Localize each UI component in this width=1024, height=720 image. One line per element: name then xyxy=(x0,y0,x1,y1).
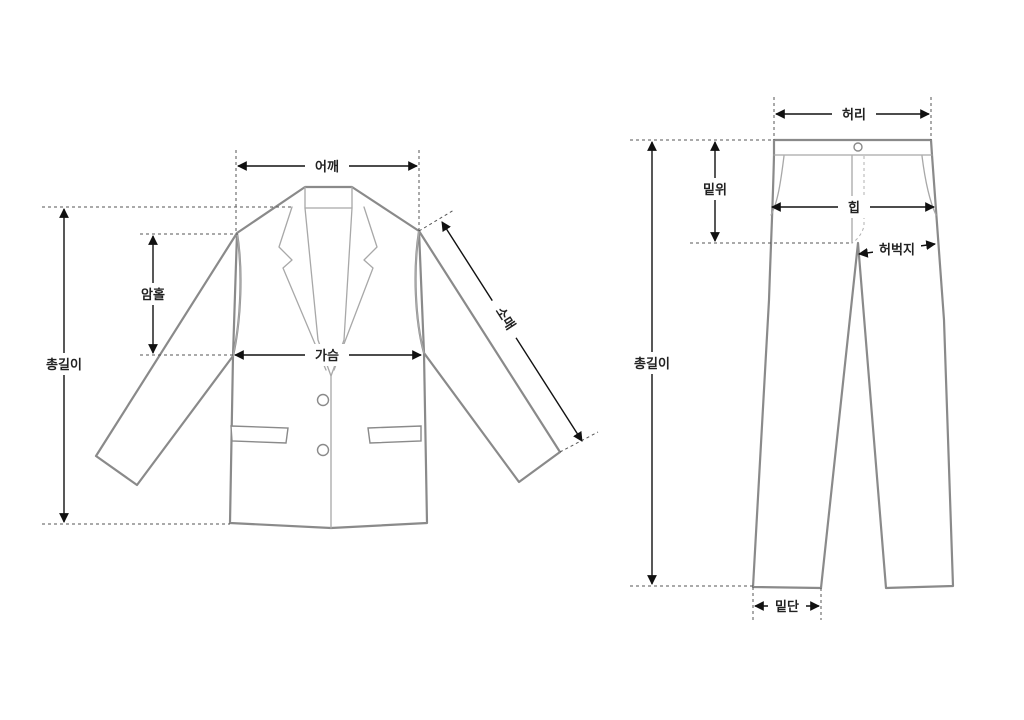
jacket-left-armhole-seam xyxy=(232,232,242,357)
armhole-label: 암홀 xyxy=(141,287,165,303)
jacket-right-sleeve xyxy=(417,229,562,484)
jacket-measurements: 어깨 총길이 암홀 가슴 소매 xyxy=(40,155,583,523)
jacket-button-top xyxy=(316,393,330,407)
jacket-collar xyxy=(304,186,353,209)
chest-label: 가슴 xyxy=(315,349,339,364)
jacket-length-label: 총길이 xyxy=(46,357,82,373)
jacket-guides xyxy=(42,150,599,525)
thigh-label: 허벅지 xyxy=(879,242,915,258)
pants-button xyxy=(853,142,863,152)
jacket-right-pocket xyxy=(367,425,422,444)
jacket-right-lapel xyxy=(333,206,378,371)
pants-measurements: 허리 밑위 힙 허벅지 총길이 밑단 xyxy=(627,103,936,617)
jacket-button-bottom xyxy=(316,443,330,457)
jacket-right-armhole-seam xyxy=(414,230,425,354)
pants-length-label: 총길이 xyxy=(634,356,670,372)
shoulder-label: 어깨 xyxy=(315,159,339,175)
hip-label: 힙 xyxy=(848,200,860,216)
jacket-left-lapel xyxy=(278,206,327,371)
jacket-left-pocket xyxy=(230,425,289,444)
jacket-left-sleeve xyxy=(94,231,239,487)
waist-label: 허리 xyxy=(842,107,866,123)
pants-fly xyxy=(851,156,865,244)
pants-guides xyxy=(630,97,932,620)
rise-label: 밑위 xyxy=(703,182,727,198)
hem-label: 밑단 xyxy=(775,599,799,615)
